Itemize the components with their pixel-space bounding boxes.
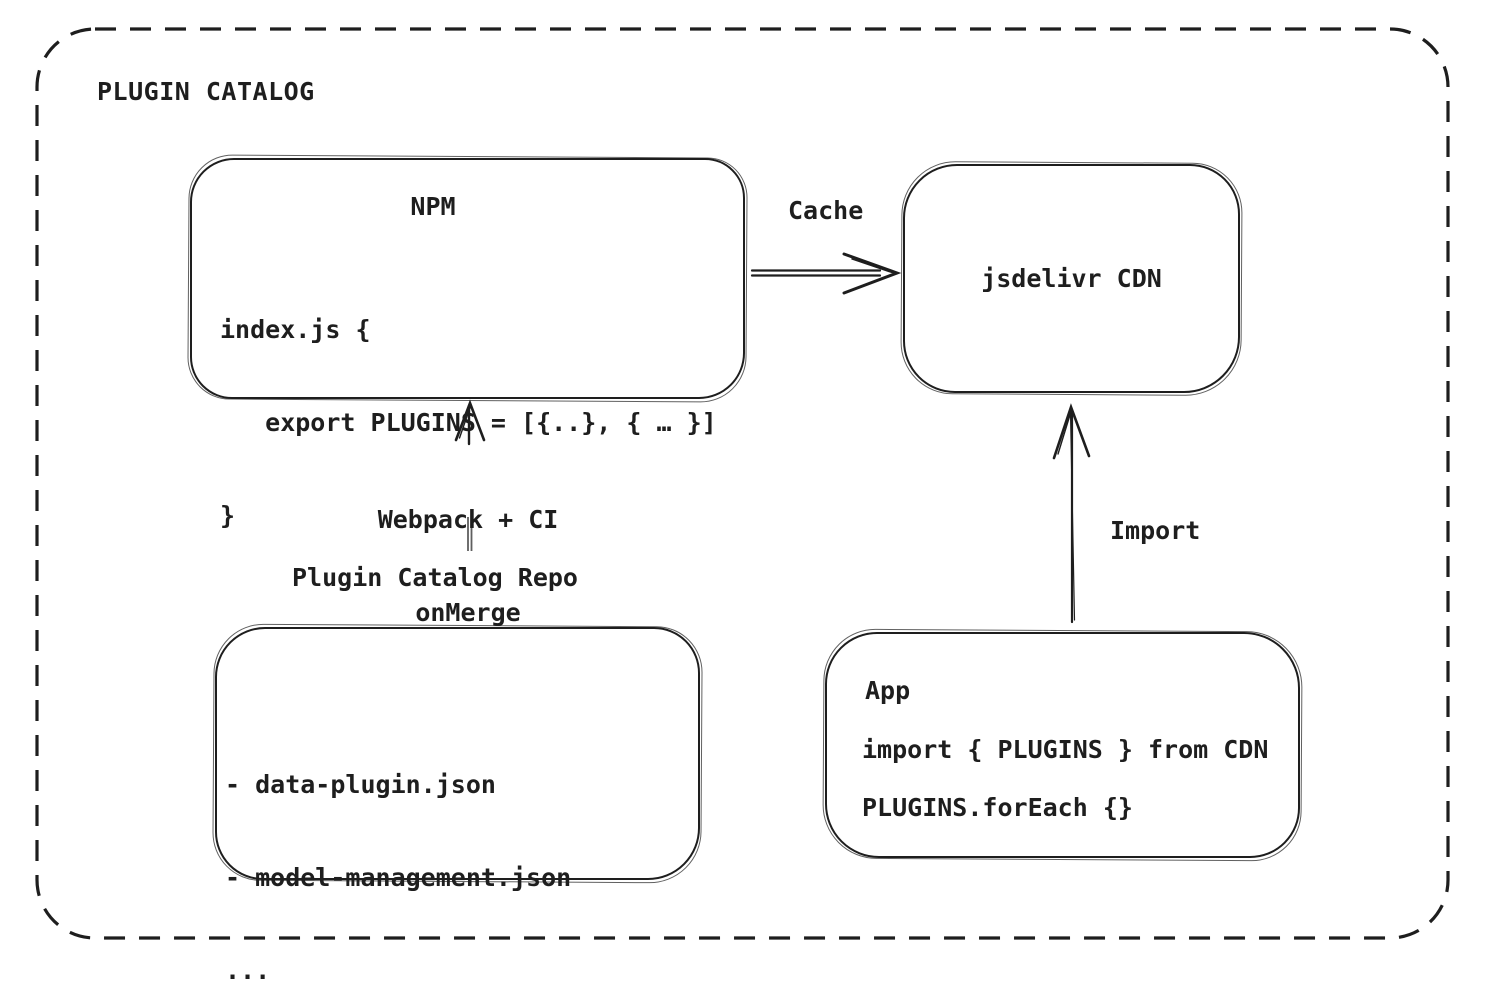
npm-code-line-2: export PLUGINS = [{..}, { … }] bbox=[220, 408, 717, 437]
build-arrow-label-line-1: Webpack + CI bbox=[377, 505, 559, 534]
cdn-node-title: jsdelivr CDN bbox=[981, 264, 1162, 293]
build-arrow-label: Webpack + CI onMerge bbox=[337, 442, 599, 690]
app-node-title: App bbox=[865, 676, 911, 705]
build-arrow-label-line-2: onMerge bbox=[415, 598, 521, 627]
repo-file-list: - data-plugin.json - model-management.js… bbox=[225, 707, 571, 1002]
app-code-line-2: PLUGINS.forEach {} bbox=[862, 793, 1133, 822]
npm-code-line-3: } bbox=[220, 501, 236, 530]
import-arrow[interactable] bbox=[1052, 403, 1091, 624]
npm-node-title: NPM bbox=[410, 192, 456, 221]
node-jsdelivr-cdn[interactable]: jsdelivr CDN bbox=[903, 164, 1240, 393]
cache-arrow[interactable] bbox=[750, 252, 902, 295]
node-plugin-catalog-repo[interactable]: - data-plugin.json - model-management.js… bbox=[215, 627, 700, 985]
node-npm[interactable]: NPM index.js { export PLUGINS = [{..}, {… bbox=[190, 158, 745, 530]
repo-node-title: Plugin Catalog Repo bbox=[292, 563, 578, 592]
repo-file-item-1: - data-plugin.json bbox=[225, 770, 496, 799]
npm-code-line-1: index.js { bbox=[220, 315, 371, 344]
node-app[interactable]: App import { PLUGINS } from CDN PLUGINS.… bbox=[825, 632, 1300, 858]
cache-arrow-label: Cache bbox=[788, 196, 864, 225]
repo-file-item-2: - model-management.json bbox=[225, 863, 572, 892]
repo-file-item-3: ... bbox=[225, 956, 271, 985]
import-arrow-label: Import bbox=[1110, 516, 1201, 545]
frame-title: PLUGIN CATALOG bbox=[97, 77, 315, 106]
app-code-line-1: import { PLUGINS } from CDN bbox=[862, 735, 1269, 764]
npm-code-block: index.js { export PLUGINS = [{..}, { … }… bbox=[220, 252, 717, 593]
